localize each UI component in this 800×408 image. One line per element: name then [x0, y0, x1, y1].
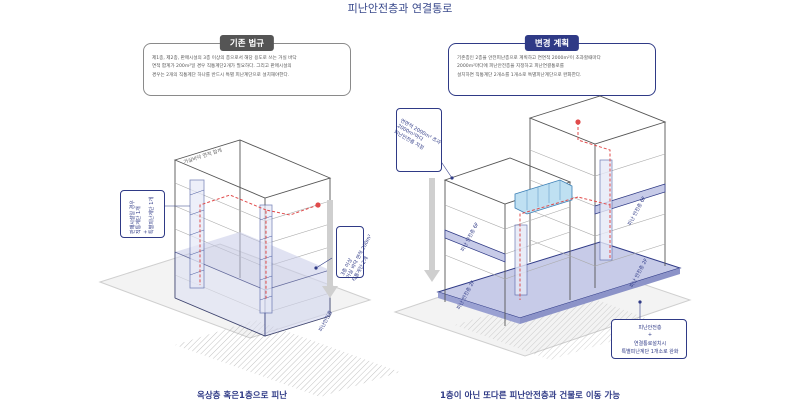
- right-note-line: 특별피난계단 1개소로 완화: [621, 349, 679, 355]
- existing-law-line: 경우는 2개의 직통계단 하나를 반드시 특별 피난계단으로 설치해야한다.: [152, 72, 290, 78]
- existing-law-line: 면적 합계가 200m²일 경우 직통계단2개가 필요하다. 그리고 판매시설의: [152, 64, 292, 70]
- left-stair-step: [189, 189, 205, 196]
- left-ground-hatch: [175, 320, 400, 397]
- right-stair-block: [599, 159, 613, 261]
- existing-law-text: 제1종, 제2종, 판매시설의 3층 이상의 층으로서 해당 용도로 쓰는 거실…: [152, 55, 342, 80]
- right-leader-line: [439, 159, 453, 179]
- right-leader-dot: [450, 176, 454, 180]
- left-stair-note-box: [120, 190, 165, 238]
- right-building: [393, 95, 692, 360]
- right-area-note-box: [396, 108, 442, 172]
- right-safe-floor-2f-edge: [520, 268, 680, 324]
- change-plan-panel: 변경 계획 기존층인 2층을 안전피난층으로 계획하고 연면적 2000m²이 …: [448, 35, 656, 96]
- right-route-origin-marker: [575, 119, 581, 125]
- right-tall-block-top: [528, 95, 667, 145]
- right-note-line: +: [647, 332, 653, 338]
- left-stair-step: [189, 249, 205, 256]
- page-title: 피난안전층과 연결통로: [347, 2, 453, 15]
- left-stair-note-line: 특별피난계단 1개: [149, 197, 156, 234]
- left-building: [98, 139, 400, 397]
- change-plan-line: 기존층인 2층을 안전피난층으로 계획하고 연면적 2000m²이 초과할때마다: [457, 56, 601, 61]
- change-plan-line: 설치하면 직통계단 2개소를 1개소로 특별피난계단으로 완화한다.: [457, 72, 582, 78]
- left-evac-route: [265, 204, 319, 300]
- left-safe-floor-side: [264, 269, 331, 337]
- right-floor-line: [529, 209, 666, 237]
- right-evac-route: [519, 196, 579, 300]
- right-note-line: 피난안전층: [638, 325, 662, 331]
- left-stair-note: 판매시설일 경우 직통계단 1개 + 특별피난계단 1개: [130, 197, 156, 234]
- right-safe-floor-2f-edge: [438, 292, 520, 324]
- connecting-passage: [514, 179, 573, 215]
- existing-law-line: 제1종, 제2종, 판매시설의 3층 이상의 층으로서 해당 용도로 쓰는 거실…: [152, 56, 297, 61]
- right-floor-line: [529, 239, 666, 267]
- right-down-arrow-head: [424, 270, 440, 282]
- right-note-box: 피난안전층 + 연결통로설치시 특별피난계단 1개소로 완화: [611, 319, 687, 359]
- left-stair-step: [189, 269, 205, 276]
- right-safe-floor-6f-right: [594, 183, 666, 215]
- left-leader-line: [315, 257, 333, 269]
- right-safe-floor-6f-left: [444, 229, 506, 263]
- existing-law-panel: 기존 법규 제1종, 제2종, 판매시설의 3층 이상의 층으로서 해당 용도로…: [143, 35, 351, 96]
- right-floor-line: [529, 149, 666, 177]
- existing-law-heading: 기존 법규: [219, 35, 275, 51]
- right-stair-block: [514, 224, 528, 296]
- right-floor-line: [444, 204, 571, 230]
- left-safe-floor-band: [175, 232, 330, 290]
- left-floor-note-box: [336, 226, 364, 278]
- right-caption: 1층이 아닌 또다른 피난안전층과 건물로 이동 가능: [440, 391, 621, 401]
- left-down-arrow-head: [322, 286, 338, 298]
- left-leader-dot: [314, 266, 318, 270]
- right-floor-line: [444, 254, 571, 280]
- right-ground-hatch: [455, 290, 665, 360]
- right-note-line: 연결통로설치시: [633, 341, 667, 347]
- left-caption: 옥상층 혹은1층으로 피난: [197, 391, 288, 401]
- right-leader-dot: [638, 300, 642, 304]
- change-plan-text: 기존층인 2층을 안전피난층으로 계획하고 연면적 2000m²이 초과할때마다…: [457, 55, 647, 80]
- left-stair-block: [259, 204, 273, 314]
- left-route-origin-marker: [315, 202, 321, 208]
- change-plan-heading: 변경 계획: [524, 35, 580, 51]
- left-stair-step: [189, 229, 205, 236]
- left-stair-step: [189, 209, 205, 216]
- change-plan-line: 2000m²마다에 피난안전층을 지정하고 피난연결통로를: [457, 64, 564, 70]
- left-evac-route: [199, 194, 267, 285]
- right-evac-route: [577, 122, 611, 206]
